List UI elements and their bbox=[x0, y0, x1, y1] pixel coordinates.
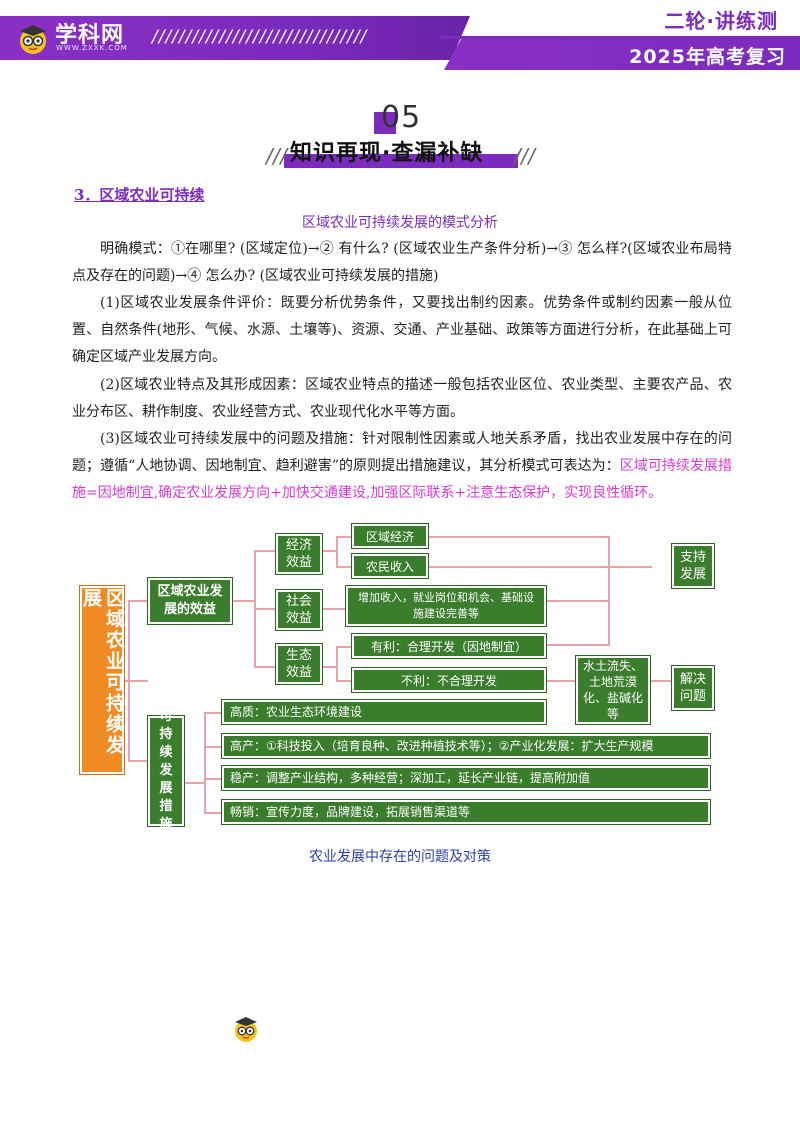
header-year-background bbox=[444, 38, 800, 70]
connector-line bbox=[336, 536, 338, 566]
ecological-benefit-node: 生态效益 bbox=[276, 644, 322, 684]
social-items-node: 增加收入，就业岗位和机会、基础设施建设完善等 bbox=[346, 586, 546, 626]
section-left-decoration: / / / bbox=[266, 144, 287, 168]
section-right-decoration: / / / bbox=[514, 144, 535, 168]
connector-line bbox=[204, 746, 222, 748]
mascot-footer-icon bbox=[235, 1017, 257, 1042]
connector-line bbox=[128, 600, 148, 602]
connector-line bbox=[336, 566, 352, 568]
measure-stable-node: 稳产：调整产业结构，多种经营；深加工，延长产业链，提高附加值 bbox=[222, 766, 710, 790]
problems-node: 水土流失、土地荒漠化、盐碱化等 bbox=[576, 656, 650, 724]
header-year-label: 2025年高考复习 bbox=[629, 46, 786, 68]
connector-line bbox=[336, 646, 352, 648]
measure-sales-node: 畅销：宣传力度，品牌建设，拓展销售渠道等 bbox=[222, 800, 710, 824]
paragraph-measures-text: (3)区域农业可持续发展中的问题及措施：针对限制性因素或人地关系矛盾，找出农业发… bbox=[72, 431, 732, 474]
section-number: 05 bbox=[381, 100, 422, 135]
mascot-logo-icon bbox=[20, 25, 46, 54]
paragraph-model: 明确模式：①在哪里? (区域定位)→② 有什么? (区域农业生产条件分析)→③ … bbox=[72, 241, 732, 284]
benefit-node: 区域农业发展的效益 bbox=[148, 578, 232, 624]
connector-line bbox=[336, 680, 352, 682]
solve-problems-node: 解决问题 bbox=[672, 666, 714, 710]
section-number-accent bbox=[374, 112, 396, 134]
connector-line bbox=[128, 760, 148, 762]
economic-benefit-node: 经济效益 bbox=[276, 534, 322, 574]
header-subtitle: 二轮·讲练测 bbox=[664, 9, 778, 33]
paragraph-measures: (3)区域农业可持续发展中的问题及措施：针对限制性因素或人地关系矛盾，找出农业发… bbox=[72, 426, 732, 507]
connector-line bbox=[336, 646, 338, 680]
header-slash-decoration: //////////////////////////////// bbox=[152, 27, 368, 47]
regional-economy-node: 区域经济 bbox=[352, 524, 428, 548]
connector-line bbox=[322, 550, 336, 552]
section-title-underline bbox=[284, 154, 518, 168]
social-benefit-node: 社会效益 bbox=[276, 590, 322, 630]
model-subtitle: 区域农业可持续发展的模式分析 bbox=[302, 215, 498, 231]
header-logo-background bbox=[0, 16, 470, 60]
unfavorable-node: 不利：不合理开发 bbox=[352, 668, 546, 692]
connector-line bbox=[546, 680, 576, 682]
connector-line bbox=[608, 536, 610, 646]
connector-line bbox=[322, 666, 336, 668]
agriculture-diagram: 区域农业可持续发展 区域农业发展的效益 可持续发展措施 经济效益 社会效益 生态… bbox=[72, 520, 720, 832]
connector-line bbox=[336, 536, 352, 538]
subsection-heading: 3．区域农业可持续 bbox=[74, 186, 205, 204]
connector-line bbox=[322, 608, 346, 610]
measure-quality-node: 高质：农业生态环境建设 bbox=[222, 700, 546, 724]
connector-line bbox=[254, 666, 276, 668]
farmer-income-node: 农民收入 bbox=[352, 554, 428, 578]
connector-line bbox=[124, 680, 148, 682]
connector-line bbox=[232, 600, 254, 602]
logo-text: 学科网 bbox=[55, 23, 125, 48]
connector-line bbox=[546, 644, 608, 646]
connector-line bbox=[128, 600, 130, 760]
favorable-node: 有利：合理开发（因地制宜） bbox=[352, 634, 546, 658]
diagram-caption: 农业发展中存在的问题及对策 bbox=[309, 849, 491, 865]
root-node-label: 区域农业可持续发展 bbox=[80, 588, 125, 756]
support-development-node: 支持发展 bbox=[672, 544, 714, 588]
paragraph-conditions: (1)区域农业发展条件评价：既要分析优势条件，又要找出制约因素。优势条件或制约因… bbox=[72, 295, 732, 365]
logo-url: WWW.ZXXK.COM bbox=[56, 44, 128, 52]
paragraph-measures-highlight: 区域可持续发展措施=因地制宜,确定农业发展方向+加快交通建设,加强区际联系+注意… bbox=[72, 458, 733, 501]
connector-line bbox=[428, 536, 610, 538]
header-divider-line bbox=[440, 36, 800, 39]
measures-node: 可持续发展措施 bbox=[148, 709, 184, 832]
connector-line bbox=[428, 566, 652, 568]
root-node: 区域农业可持续发展 bbox=[80, 586, 125, 774]
connector-line bbox=[204, 712, 206, 812]
paragraph-features: (2)区域农业特点及其形成因素：区域农业特点的描述一般包括农业区位、农业类型、主… bbox=[72, 377, 732, 420]
connector-line bbox=[254, 550, 276, 552]
measure-yield-node: 高产：①科技投入（培育良种、改进种植技术等）；②产业化发展：扩大生产规模 bbox=[222, 734, 710, 758]
connector-line bbox=[204, 778, 222, 780]
connector-line bbox=[184, 782, 204, 784]
connector-line bbox=[650, 680, 672, 682]
connector-line bbox=[254, 608, 276, 610]
connector-line bbox=[204, 812, 222, 814]
connector-line bbox=[204, 712, 222, 714]
connector-line bbox=[546, 600, 608, 602]
section-title: 知识再现·查漏补缺 bbox=[290, 141, 484, 166]
